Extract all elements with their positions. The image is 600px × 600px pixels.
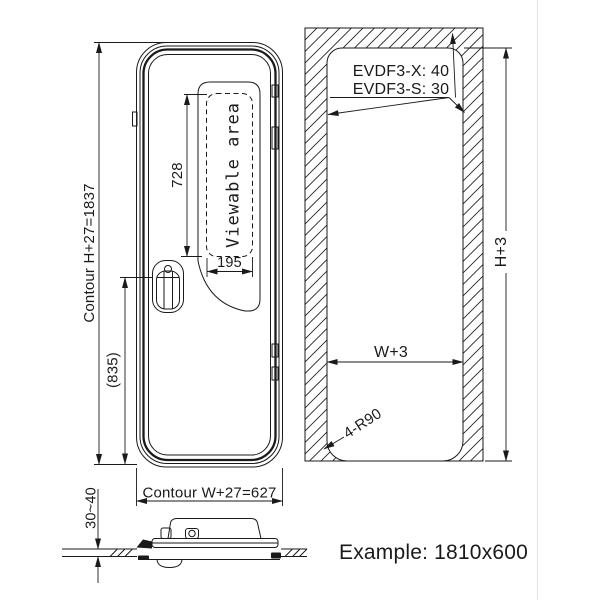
dim-viewable-width-label: 195 <box>217 255 242 271</box>
dim-contour-width-label: Contour W+27=627 <box>142 485 276 502</box>
door-section <box>136 518 281 569</box>
cross-section-view: 30~40 <box>62 487 308 583</box>
dim-viewable-height: 728 <box>169 94 207 257</box>
cutout-frame-view: EVDF3-X: 40 EVDF3-S: 30 W+3 H+3 4-R90 <box>304 27 512 462</box>
dim-wall-thickness: 30~40 <box>84 487 101 583</box>
door-left-edge-catch <box>132 111 138 127</box>
door-hinge-ticks <box>271 84 279 381</box>
dim-contour-height: Contour H+27=1837 <box>81 42 170 465</box>
dim-contour-width: Contour W+27=627 <box>136 468 283 506</box>
door-window: Viewable area <box>197 81 261 312</box>
dim-cutout-width-label: W+3 <box>374 344 408 361</box>
viewable-area-label: Viewable area <box>224 102 244 248</box>
dim-handle-height: (835) <box>105 277 153 465</box>
seal-detail <box>136 539 152 549</box>
dim-cutout-height: H+3 <box>464 47 512 462</box>
wall-hatching <box>305 28 483 461</box>
lock-cylinder-icon <box>164 265 172 273</box>
dim-cutout-height-label: H+3 <box>493 237 510 267</box>
corner-radius-callout: 4-R90 <box>323 405 385 450</box>
dim-viewable-height-label: 728 <box>169 162 186 188</box>
corner-radius-label: 4-R90 <box>341 405 385 442</box>
flange-labels: EVDF3-X: 40 EVDF3-S: 30 <box>327 33 465 117</box>
dim-contour-height-label: Contour H+27=1837 <box>81 183 98 322</box>
flange-label-x: EVDF3-X: 40 <box>353 63 449 80</box>
flange-label-s: EVDF3-S: 30 <box>353 81 449 98</box>
wall-section <box>62 548 308 557</box>
viewable-area-outline <box>206 93 253 257</box>
dim-viewable-width: 195 <box>206 255 253 277</box>
dim-handle-height-label: (835) <box>105 352 122 388</box>
dim-wall-thickness-label: 30~40 <box>84 487 100 529</box>
door-elevation-view: Viewable area 728 195 <box>81 42 283 506</box>
inner-handle-bump <box>156 559 183 569</box>
dim-cutout-width: W+3 <box>326 344 464 365</box>
door-handle <box>152 260 184 313</box>
cutout-opening <box>326 47 464 462</box>
example-size-label: Example: 1810x600 <box>339 541 528 564</box>
